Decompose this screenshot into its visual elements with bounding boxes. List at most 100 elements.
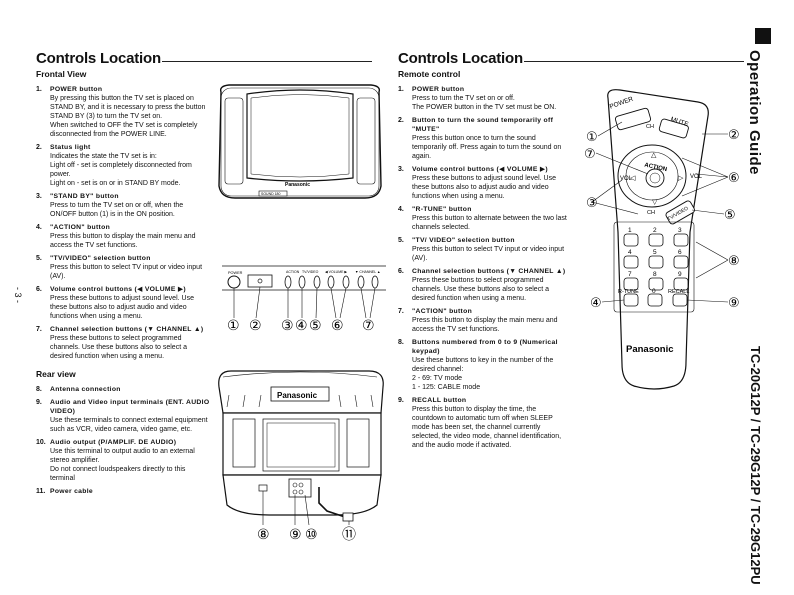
item-title: Buttons numbered from 0 to 9 (Numerical …	[412, 339, 558, 355]
remote-control-illustration: POWER CH MUTE ACTION VOL VOL △ ▽ ◁ ▷ CH …	[584, 89, 740, 390]
callout-4: ④	[295, 317, 308, 333]
keypad-label-3: 3	[678, 227, 682, 234]
item-title: "ACTION" button	[50, 224, 111, 231]
item-title: Audio output (P/AMPLIF. DE AUDIO)	[50, 439, 177, 446]
callout-11: ⑪	[342, 526, 356, 542]
keypad-button-3[interactable]	[673, 233, 689, 247]
keypad-label-6: 6	[678, 249, 682, 256]
keypad-button-9[interactable]	[673, 277, 689, 291]
keypad-button-1[interactable]	[623, 233, 639, 247]
operation-guide-title: Operation Guide	[746, 50, 763, 176]
item-number: 7.	[398, 308, 404, 315]
remote-vol-right-label: VOL	[690, 174, 703, 180]
list-item: 9.Audio and Video input terminals (ENT. …	[36, 398, 211, 434]
svg-text:▷: ▷	[678, 175, 684, 182]
list-item: 10.Audio output (P/AMPLIF. DE AUDIO)Use …	[36, 438, 211, 483]
item-number: 5.	[398, 237, 404, 244]
svg-text:◁: ◁	[630, 175, 636, 182]
item-number: 6.	[36, 286, 42, 293]
item-description: Press this button once to turn the sound…	[412, 135, 562, 160]
keypad-label-1: 1	[628, 227, 632, 234]
keypad-label-5: 5	[653, 249, 657, 256]
tv-model-badge: SOUND 180	[261, 192, 281, 196]
remote-callout-2: ②	[728, 127, 740, 142]
panel-label-volume: ◀ VOLUME ▶	[325, 270, 347, 274]
item-number: 2.	[36, 144, 42, 151]
panel-label-action: ACTION	[286, 270, 300, 274]
item-number: 8.	[398, 339, 404, 346]
item-description: Use these buttons to key in the number o…	[412, 357, 554, 391]
list-item: 8. Buttons numbered from 0 to 9 (Numerica…	[398, 338, 568, 392]
item-title: Audio and Video input terminals (ENT. AU…	[50, 399, 210, 415]
list-item: 2.Button to turn the sound temporarily o…	[398, 116, 568, 161]
remote-callout-9: ⑨	[728, 295, 740, 310]
keypad-button-7[interactable]	[623, 277, 639, 291]
keypad-button-6[interactable]	[673, 255, 689, 269]
item-number: 5.	[36, 255, 42, 262]
tv-rear-brand: Panasonic	[277, 391, 318, 400]
keypad-button-4[interactable]	[623, 255, 639, 269]
item-title: Channel selection buttons (▼ CHANNEL ▲)	[412, 268, 566, 275]
item-title: Volume control buttons (◀ VOLUME ▶)	[50, 286, 186, 293]
item-description: Indicates the state the TV set is in: Li…	[50, 153, 192, 187]
tv-front-brand: Panasonic	[285, 182, 310, 188]
remote-ch-label: CH	[647, 210, 655, 216]
item-number: 9.	[398, 397, 404, 404]
remote-brand: Panasonic	[626, 344, 674, 355]
keypad-button-2[interactable]	[648, 233, 664, 247]
tv-rear-illustration: Panasonic ⑧ ⑨ ⑩ ⑪	[218, 370, 384, 542]
callout-10: ⑩	[305, 526, 318, 542]
item-description: Press this button to display the main me…	[50, 233, 196, 249]
keypad-button-8[interactable]	[648, 277, 664, 291]
item-title: RECALL button	[412, 397, 467, 404]
item-description: Press this button to alternate between t…	[412, 215, 567, 231]
item-number: 8.	[36, 386, 42, 393]
item-description: Press this button to display the main me…	[412, 317, 558, 333]
item-description: Press this button to display the time, t…	[412, 406, 562, 449]
item-title: Channel selection buttons (▼ CHANNEL ▲)	[50, 326, 204, 333]
keypad-label-4: 4	[628, 249, 632, 256]
panel-label-channel: ▼ CHANNEL ▲	[355, 270, 380, 274]
remote-callout-8: ⑧	[728, 253, 740, 268]
remote-ch-top-label: CH	[646, 124, 654, 130]
item-number: 6.	[398, 268, 404, 275]
item-title: POWER button	[50, 86, 103, 93]
list-item: 6. Volume control buttons (◀ VOLUME ▶) Pre…	[36, 285, 211, 321]
item-description: Use these terminals to connect external …	[50, 417, 208, 433]
rear-items-list: 8. Antenna connection 9.Audio and Video in…	[36, 385, 211, 496]
item-title: "STAND BY" button	[50, 193, 119, 200]
remote-recall-label: RECALL	[668, 289, 689, 295]
remote-rtune-label: R-TUNE	[618, 289, 639, 295]
item-number: 1.	[398, 86, 404, 93]
item-description: Press this button to select TV input or …	[50, 264, 203, 280]
remote-vol-left-label: VOL	[620, 176, 633, 182]
remote-callout-1: ①	[586, 129, 598, 144]
item-title: Antenna connection	[50, 386, 121, 393]
item-description: Press these buttons to adjust sound leve…	[50, 295, 194, 320]
callout-3: ③	[281, 317, 294, 333]
keypad-button-5[interactable]	[648, 255, 664, 269]
left-section-title: Controls Location	[36, 50, 161, 67]
keypad-label-7: 7	[628, 271, 632, 278]
sidebar-marker	[755, 28, 771, 44]
item-number: 4.	[36, 224, 42, 231]
model-title: TC-20G12P / TC-29G12P / TC-29G12PU	[748, 346, 763, 585]
item-number: 3.	[36, 193, 42, 200]
remote-callout-4: ④	[590, 295, 602, 310]
panel-label-power: POWER	[228, 271, 243, 275]
item-number: 4.	[398, 206, 404, 213]
page-number: - 3 -	[13, 286, 24, 304]
remote-control-heading: Remote control	[398, 69, 461, 79]
list-item: 11.Power cable	[36, 487, 211, 496]
